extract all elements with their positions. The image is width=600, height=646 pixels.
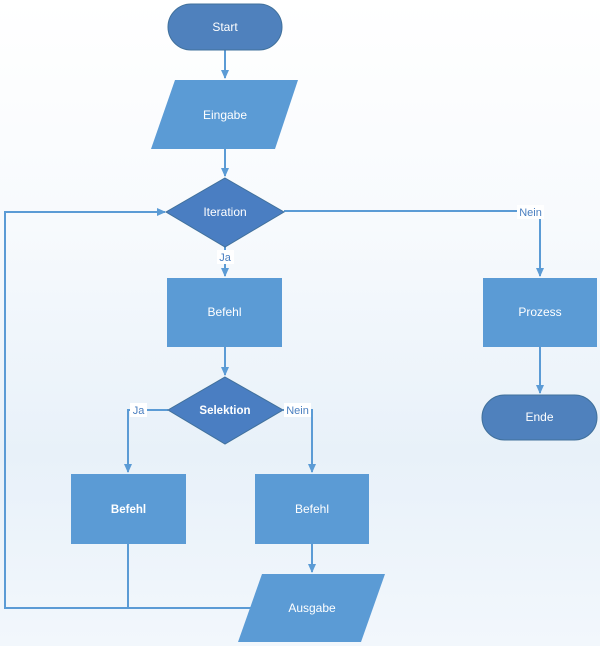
svg-text:Eingabe: Eingabe	[203, 108, 247, 122]
edge-loop-back-to-iteration	[4, 208, 262, 609]
edge-label-selektion-nein: Nein	[284, 403, 311, 417]
node-eingabe: Eingabe	[151, 80, 298, 149]
svg-text:Prozess: Prozess	[518, 305, 561, 319]
svg-text:Ende: Ende	[525, 410, 553, 424]
svg-text:Befehl: Befehl	[295, 502, 329, 516]
svg-text:Ja: Ja	[219, 252, 232, 264]
svg-text:Ausgabe: Ausgabe	[288, 601, 336, 615]
svg-text:Start: Start	[212, 20, 238, 34]
edge-label-selektion-ja: Ja	[130, 403, 147, 417]
node-befehl-left: Befehl	[71, 474, 186, 544]
svg-text:Befehl: Befehl	[207, 305, 241, 319]
node-befehl-top: Befehl	[167, 278, 282, 347]
edge-label-iteration-ja: Ja	[217, 250, 234, 264]
node-ende: Ende	[481, 394, 598, 441]
node-ausgabe: Ausgabe	[238, 574, 385, 642]
svg-text:Iteration: Iteration	[203, 205, 246, 219]
svg-text:Ja: Ja	[133, 405, 146, 417]
svg-text:Nein: Nein	[519, 207, 542, 219]
node-befehl-right: Befehl	[255, 474, 369, 544]
node-iteration: Iteration	[165, 177, 285, 248]
node-start: Start	[167, 3, 283, 51]
edge-label-iteration-nein: Nein	[517, 205, 544, 219]
edge-selektion-to-befehl-right-nein	[283, 409, 316, 473]
svg-text:Selektion: Selektion	[199, 405, 250, 417]
node-prozess: Prozess	[483, 278, 597, 347]
svg-text:Befehl: Befehl	[111, 504, 146, 516]
node-selektion: Selektion	[167, 376, 284, 445]
svg-text:Nein: Nein	[286, 405, 309, 417]
edge-selektion-to-befehl-left-ja	[124, 409, 168, 473]
edge-iteration-to-prozess-nein	[284, 210, 544, 277]
